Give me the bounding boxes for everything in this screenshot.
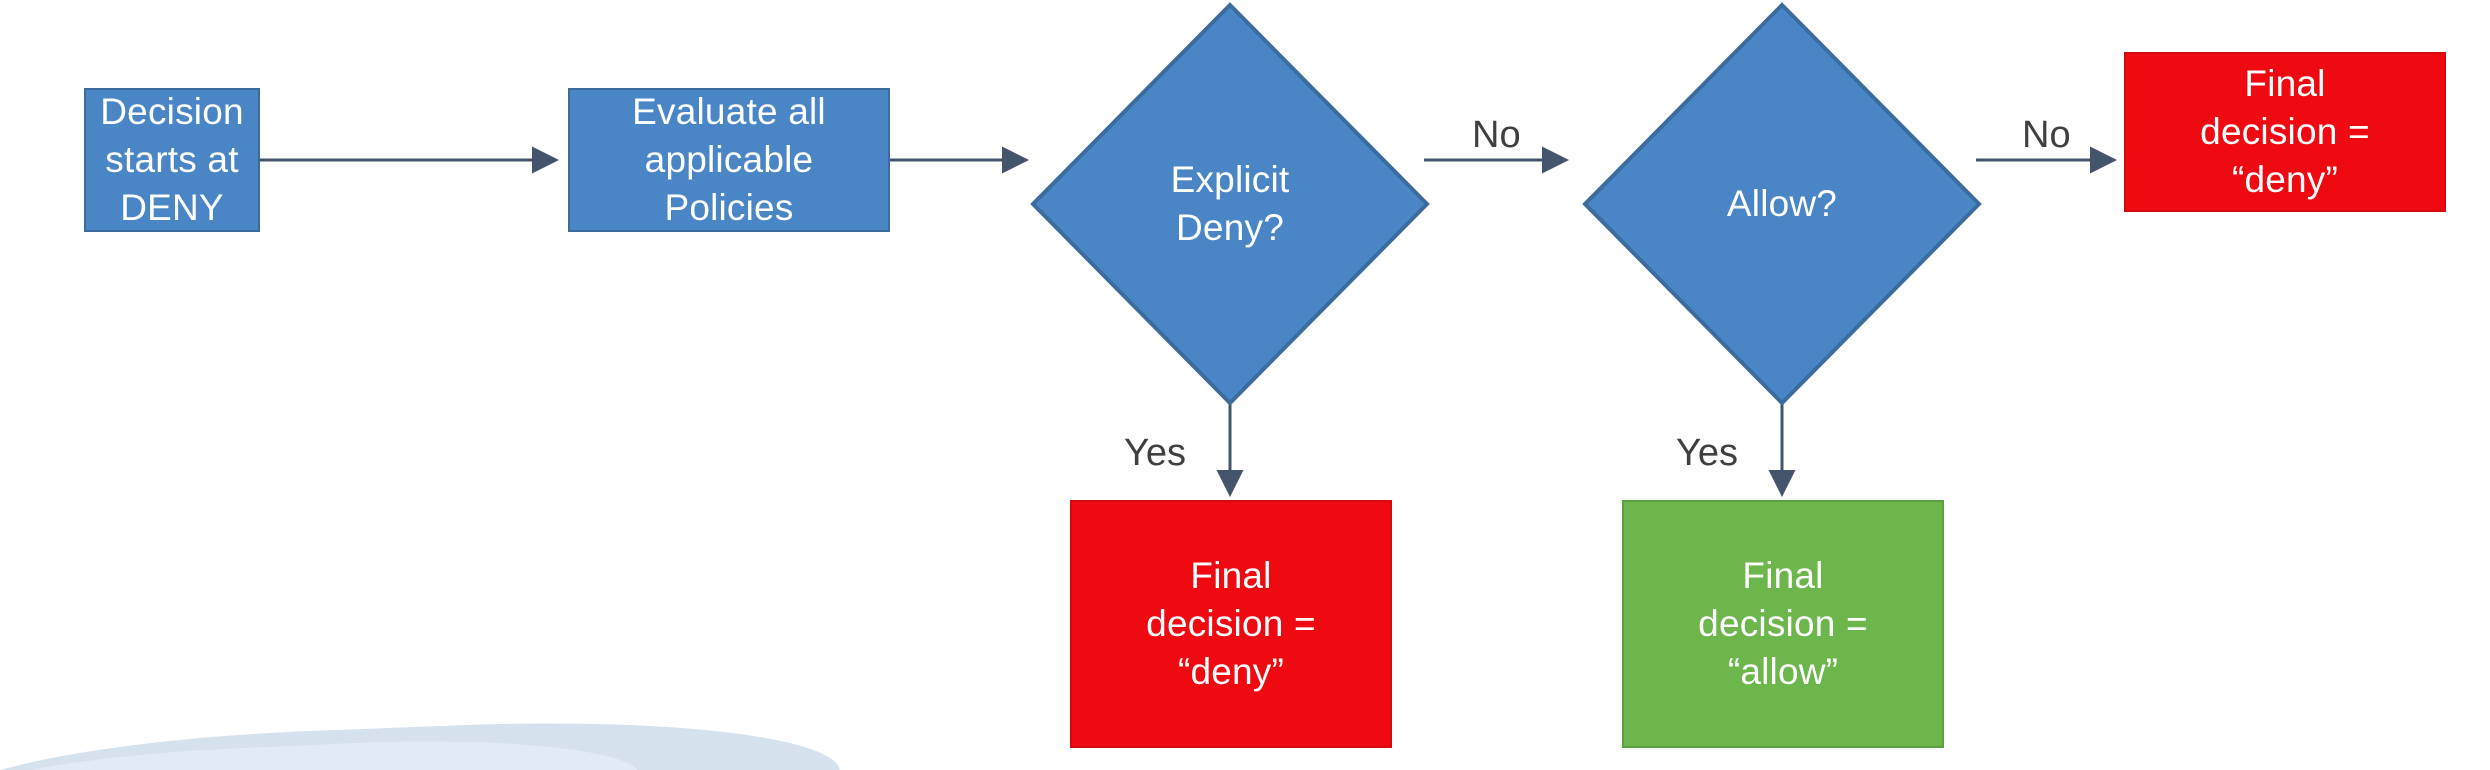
node-decision-starts-at-deny[interactable]: Decision starts at DENY: [84, 88, 260, 232]
node-final-decision-deny-bottom[interactable]: Final decision = “deny”: [1070, 500, 1392, 748]
node-explicit-deny-decision[interactable]: Explicit Deny?: [1030, 2, 1430, 406]
template-decoration-band: [0, 710, 842, 770]
edge-label-yes-allow: Yes: [1676, 432, 1738, 474]
node-label: Explicit Deny?: [1170, 158, 1290, 248]
node-label: Final decision = “deny”: [2200, 62, 2370, 201]
node-allow-decision[interactable]: Allow?: [1582, 2, 1982, 406]
diamond-shape: [1582, 2, 1982, 406]
diamond-shape: [1030, 2, 1430, 406]
node-evaluate-all-applicable-policies[interactable]: Evaluate all applicable Policies: [568, 88, 890, 232]
node-label: Decision starts at DENY: [100, 90, 244, 229]
node-label: Evaluate all applicable Policies: [632, 90, 826, 229]
edge-label-no-explicit-deny: No: [1472, 114, 1521, 156]
node-label: Allow?: [1726, 182, 1838, 224]
node-label: Final decision = “deny”: [1146, 554, 1316, 693]
edge-label-yes-explicit-deny: Yes: [1124, 432, 1186, 474]
edge-label-no-allow: No: [2022, 114, 2071, 156]
node-final-decision-allow-bottom[interactable]: Final decision = “allow”: [1622, 500, 1944, 748]
template-decoration-band-light: [0, 730, 642, 770]
node-final-decision-deny-right[interactable]: Final decision = “deny”: [2124, 52, 2446, 212]
node-label: Final decision = “allow”: [1698, 554, 1868, 693]
